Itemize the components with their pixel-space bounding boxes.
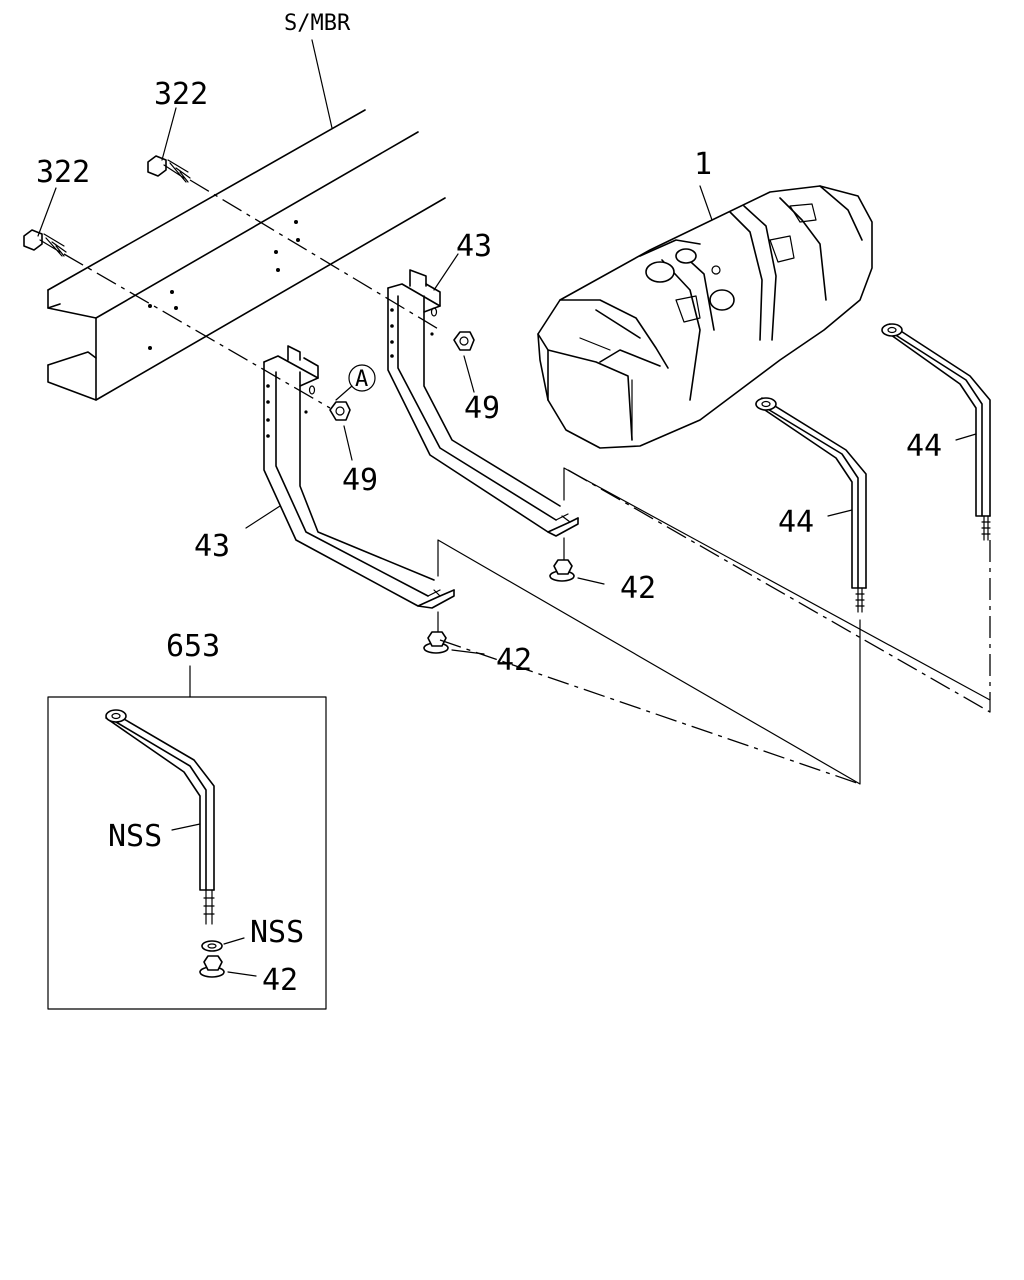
label-nut-rear: 49	[464, 391, 500, 426]
bracket-43-front	[245, 345, 455, 609]
label-flange-nut-rear: 42	[620, 571, 656, 606]
label-callout-a: A	[355, 367, 368, 392]
nut-49-rear	[453, 331, 475, 393]
frame-holes	[148, 220, 300, 350]
assembly-line-upper-bolt	[189, 179, 441, 331]
label-kit-strap: NSS	[108, 819, 162, 854]
label-strap-rear: 44	[906, 429, 942, 464]
label-bolt-lower: 322	[36, 155, 90, 190]
bracket-43-rear	[387, 253, 579, 537]
nut-49-front	[329, 401, 353, 461]
callout-a	[335, 364, 376, 401]
label-nut-front: 49	[342, 463, 378, 498]
kit-653-box	[47, 665, 327, 1010]
label-kit-number: 653	[166, 629, 220, 664]
strap-44-rear	[881, 323, 991, 541]
label-kit-washer: NSS	[250, 915, 304, 950]
label-bracket-front: 43	[194, 529, 230, 564]
frame-side-member	[47, 39, 446, 401]
label-tank: 1	[694, 147, 712, 182]
assembly-line-lower-bolt	[63, 253, 331, 409]
label-frame: S/MBR	[284, 11, 351, 36]
fuel-tank	[537, 185, 873, 449]
assembly-line-front	[437, 539, 861, 785]
assembly-line-rear	[563, 467, 991, 713]
label-bolt-upper: 322	[154, 77, 208, 112]
bolt-322-lower	[23, 187, 67, 257]
label-flange-nut-front: 42	[496, 643, 532, 678]
flange-nut-42-rear	[549, 537, 605, 585]
label-strap-front: 44	[778, 505, 814, 540]
strap-44-front	[755, 397, 867, 613]
flange-nut-42-front	[423, 611, 485, 655]
label-kit-nut: 42	[262, 963, 298, 998]
assembly-line-rear-dash	[567, 469, 991, 713]
bolt-322-upper	[147, 107, 191, 183]
label-bracket-rear: 43	[456, 229, 492, 264]
assembly-line-front-dash	[439, 639, 861, 785]
